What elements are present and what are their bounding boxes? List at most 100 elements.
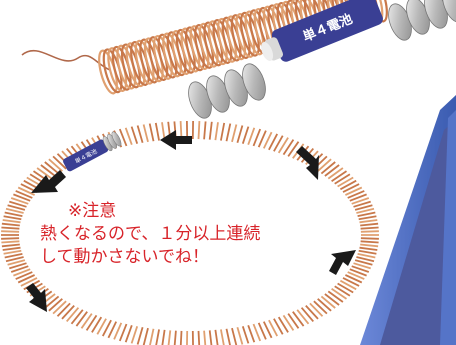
coil-loop <box>241 126 250 144</box>
warning-title: ※注意 <box>68 201 117 221</box>
coil-loop <box>327 290 344 303</box>
coil-loop <box>241 326 250 344</box>
coil-loop <box>17 274 35 284</box>
coil-loop <box>2 219 21 224</box>
magnet-disc <box>442 0 456 23</box>
coil-loop <box>342 277 360 287</box>
coil-loop <box>349 193 367 202</box>
coil-loop <box>360 240 379 244</box>
coil-loop <box>136 125 144 144</box>
coil-loop <box>20 277 38 287</box>
coil-loop <box>203 330 207 345</box>
coil-loop <box>142 327 149 345</box>
coil-loop <box>7 204 26 211</box>
coil-loop <box>339 179 357 191</box>
coil-loop <box>337 282 354 294</box>
coil-loop <box>48 298 63 312</box>
coil-loop <box>358 249 377 255</box>
arrow-icon <box>296 146 319 180</box>
coil-loop <box>85 314 98 331</box>
coil-loop <box>9 200 27 208</box>
coil-loop <box>118 323 128 342</box>
coil-loop <box>3 215 22 221</box>
coil-loop <box>161 329 166 345</box>
coil-loop <box>9 262 27 270</box>
battery-train: 単４電池 <box>188 0 456 119</box>
coil-loop <box>52 155 67 170</box>
coil-loop <box>149 328 155 345</box>
coil-loop <box>345 186 363 196</box>
coil-loop <box>313 300 328 315</box>
coil-loop <box>107 321 118 339</box>
coil-loop <box>300 307 314 322</box>
coil-loop <box>10 197 29 205</box>
coil-loop <box>356 207 375 214</box>
arrow-icon <box>26 283 47 312</box>
coil-loop <box>337 176 354 188</box>
coil-loop <box>268 319 278 337</box>
coil-loop <box>262 131 273 149</box>
coil-loop <box>339 279 357 291</box>
coil-loop <box>52 300 67 315</box>
coil-loop <box>2 246 21 251</box>
coil-loop <box>354 259 373 266</box>
coil-loop <box>252 128 262 147</box>
coil-loop <box>118 128 128 147</box>
coil-loop <box>327 167 344 180</box>
coil-loop <box>225 328 231 345</box>
coil-loop <box>231 327 238 345</box>
coil-loop <box>287 313 300 329</box>
coil-loop <box>324 164 340 177</box>
coil-loop <box>357 211 376 217</box>
coil-loop <box>268 133 278 151</box>
coil-loop <box>262 321 273 339</box>
coil-loop <box>317 298 332 312</box>
coil-loop <box>347 190 365 199</box>
coil-loop <box>5 256 24 263</box>
coil-loop <box>342 183 360 193</box>
coil-loop <box>360 243 379 248</box>
coil-loop <box>360 222 379 227</box>
coil-loop <box>331 170 348 182</box>
coil-loop <box>7 259 26 266</box>
coil-loop <box>359 219 378 224</box>
coil-loop <box>292 311 305 327</box>
coil-loop <box>360 237 379 240</box>
coil-loop <box>273 318 284 335</box>
coil-loop <box>148 123 155 142</box>
coil-loop <box>130 326 139 344</box>
coil-loop <box>36 167 53 180</box>
coil-loop <box>287 141 300 157</box>
rail-structure <box>360 95 456 345</box>
coil-loop <box>130 126 139 144</box>
coil-loop <box>359 246 378 251</box>
coil-loop <box>154 122 160 141</box>
coil-loop <box>1 243 20 248</box>
coil-loop <box>324 293 340 306</box>
coil-loop <box>282 314 295 331</box>
coil-loop <box>214 329 219 345</box>
coil-loop <box>44 161 60 175</box>
coil-loop <box>4 253 23 259</box>
coil-loop <box>273 135 284 152</box>
coil-loop <box>91 316 103 333</box>
coil-loop <box>102 319 112 337</box>
coil-loop <box>252 323 262 342</box>
coil-loop <box>360 226 379 230</box>
coil-loop <box>320 161 336 175</box>
coil-loop <box>296 309 310 325</box>
coil-loop <box>66 307 80 322</box>
coil-loop <box>96 318 107 335</box>
arrow-icon <box>160 130 192 150</box>
coil-loop <box>3 249 22 255</box>
coil-loop <box>356 256 375 263</box>
coil-loop <box>70 309 84 325</box>
coil-loop <box>161 122 166 141</box>
coil-loop <box>61 304 75 320</box>
coil-loop <box>1 237 20 240</box>
coil-loop <box>44 295 60 309</box>
coil-loop <box>331 288 348 300</box>
coil-loop <box>360 230 379 233</box>
small-battery: 単４電池 <box>63 131 122 172</box>
